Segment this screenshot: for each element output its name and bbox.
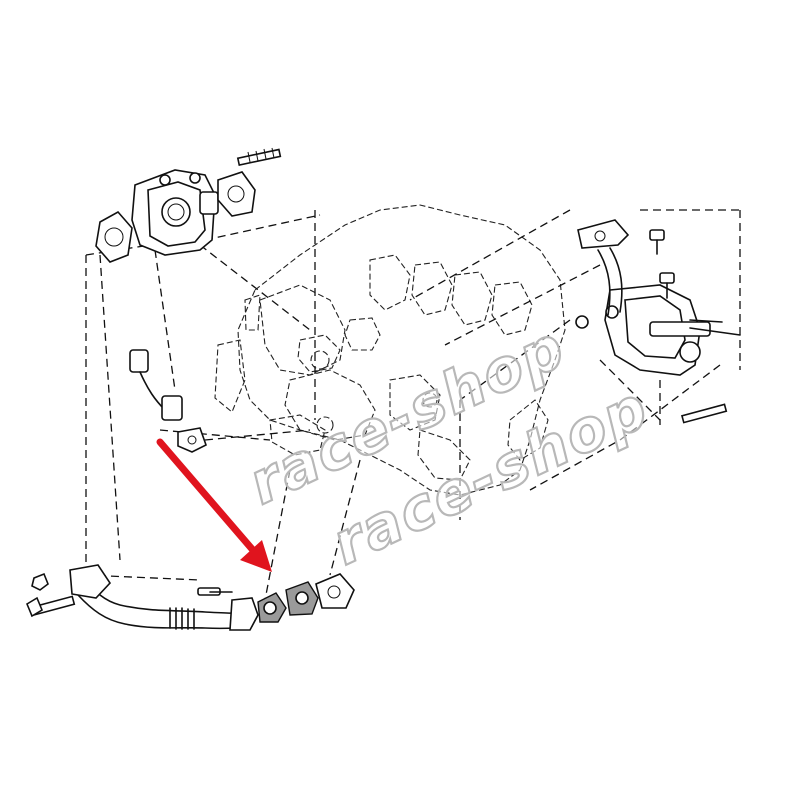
nut-bottom-left (31, 572, 49, 591)
bolt-bottom-mid (197, 587, 233, 596)
watermark: race-shop race-shop race-shop race-shop (237, 311, 660, 579)
red-arrow-icon (156, 438, 272, 572)
pipe-bellows (169, 607, 195, 630)
leader-lines (84, 209, 741, 601)
spacer-plate (285, 581, 319, 616)
egr-pipe-bottom (69, 564, 259, 631)
stud-bolt-right (680, 403, 728, 424)
gasket (257, 592, 287, 623)
stud-bolt-top (236, 147, 282, 167)
throttle-gasket (95, 210, 133, 263)
flange-gasket (315, 573, 355, 609)
egr-pipe-top (597, 247, 623, 316)
o-ring (575, 315, 589, 329)
bolt-top-right (649, 229, 665, 255)
bracket (177, 427, 207, 453)
bolt-mid-right (659, 272, 675, 299)
adapter-flange (217, 171, 256, 217)
sensor-harness (129, 349, 183, 421)
bolt-bottom-left (25, 595, 76, 618)
egr-valve (604, 284, 741, 376)
throttle-body (131, 169, 219, 256)
engine-block (214, 204, 566, 496)
egr-gasket-top (577, 219, 630, 249)
